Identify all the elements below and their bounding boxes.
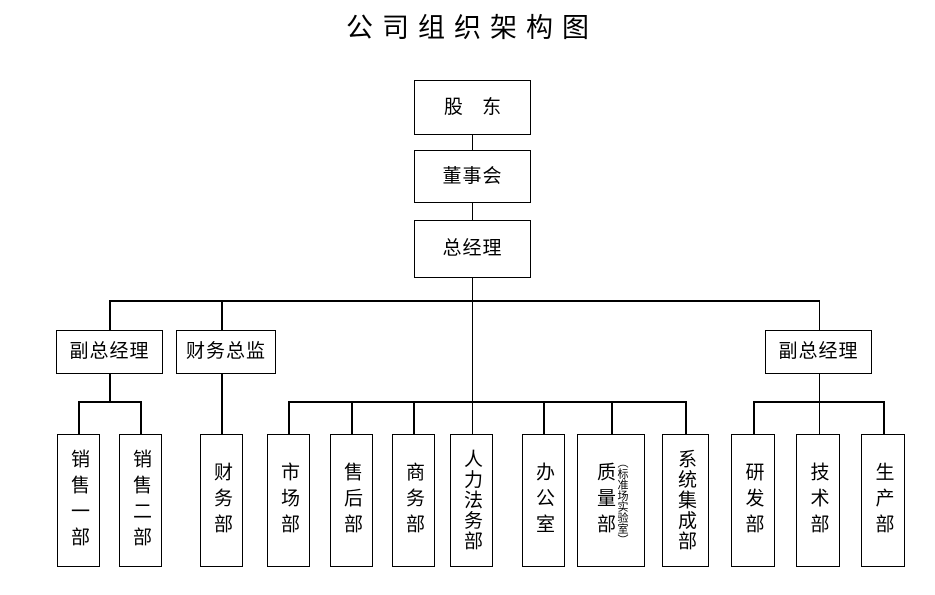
- node-board[interactable]: 董事会: [414, 150, 531, 203]
- connector-gm-bus: [471, 278, 474, 302]
- connector-hr-legal: [471, 401, 474, 434]
- connector-bus-cfo: [221, 300, 223, 330]
- node-general-manager[interactable]: 总经理: [414, 220, 531, 278]
- bus-executive: [110, 300, 820, 302]
- connector-sales-1: [78, 401, 80, 434]
- node-cfo[interactable]: 财务总监: [176, 330, 276, 374]
- connector-rd: [753, 401, 755, 434]
- node-technology-label: 技术部: [807, 461, 829, 540]
- connector-business: [413, 401, 415, 434]
- connector-after-sales: [351, 401, 353, 434]
- node-sales-2-label: 销售二部: [130, 448, 151, 553]
- bus-sales: [78, 401, 141, 403]
- connector-cfo-finance: [221, 374, 223, 434]
- node-deputy-gm-left-label: 副总经理: [69, 341, 150, 363]
- node-business[interactable]: 商务部: [392, 434, 435, 567]
- node-sales-2[interactable]: 销售二部: [119, 434, 162, 567]
- connector-bus-deputy-left: [109, 300, 111, 330]
- node-hr-legal[interactable]: 人力法务部: [450, 434, 493, 567]
- node-production-label: 生产部: [872, 461, 894, 540]
- connector-bus-deputy-right: [818, 300, 821, 330]
- connector-production: [883, 401, 885, 434]
- connector-bus-middle-group: [471, 300, 474, 401]
- node-production[interactable]: 生产部: [861, 434, 905, 567]
- connector-system-integration: [685, 401, 687, 434]
- node-deputy-gm-right-label: 副总经理: [778, 341, 859, 363]
- bus-middle-departments: [288, 401, 686, 403]
- node-marketing-label: 市场部: [278, 461, 299, 540]
- connector-quality: [611, 401, 613, 434]
- node-office-label: 办公室: [533, 461, 554, 540]
- node-finance-label: 财务部: [211, 461, 232, 540]
- node-after-sales-label: 售后部: [341, 461, 362, 540]
- node-deputy-gm-right[interactable]: 副总经理: [765, 330, 872, 374]
- node-shareholders-label: 股 东: [443, 96, 509, 118]
- connector-marketing: [288, 401, 290, 434]
- node-technology[interactable]: 技术部: [796, 434, 840, 567]
- node-system-integration-label: 系统集成部: [675, 449, 696, 552]
- node-finance[interactable]: 财务部: [200, 434, 243, 567]
- node-after-sales[interactable]: 售后部: [330, 434, 373, 567]
- node-system-integration[interactable]: 系统集成部: [662, 434, 709, 567]
- connector-deputy-left-down: [109, 374, 111, 402]
- node-hr-legal-label: 人力法务部: [461, 449, 482, 552]
- node-quality[interactable]: 质量部 （标准场实验室）: [577, 434, 645, 567]
- node-marketing[interactable]: 市场部: [267, 434, 310, 567]
- node-office[interactable]: 办公室: [522, 434, 565, 567]
- connector-deputy-right-down: [818, 374, 821, 402]
- node-sales-1-label: 销售一部: [68, 448, 89, 553]
- connector-office: [543, 401, 545, 434]
- node-business-label: 商务部: [403, 461, 424, 540]
- node-cfo-label: 财务总监: [185, 341, 266, 363]
- node-rd-label: 研发部: [742, 461, 764, 540]
- node-board-label: 董事会: [442, 165, 503, 187]
- connector-shareholders-board: [471, 135, 474, 150]
- node-sales-1[interactable]: 销售一部: [57, 434, 100, 567]
- node-quality-label: 质量部: [594, 461, 615, 540]
- page-title: 公司组织架构图: [346, 13, 598, 43]
- connector-sales-2: [140, 401, 142, 434]
- connector-technology: [818, 401, 821, 434]
- node-general-manager-label: 总经理: [442, 238, 503, 260]
- node-quality-sublabel: （标准场实验室）: [616, 456, 628, 545]
- node-rd[interactable]: 研发部: [731, 434, 775, 567]
- connector-board-gm: [471, 203, 474, 220]
- node-shareholders[interactable]: 股 东: [414, 80, 531, 135]
- node-deputy-gm-left[interactable]: 副总经理: [56, 330, 163, 374]
